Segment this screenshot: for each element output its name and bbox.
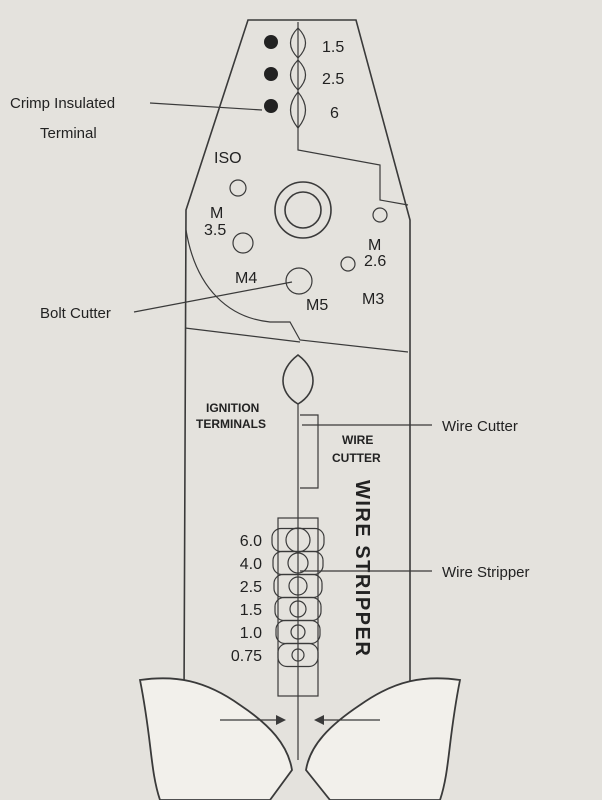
crimp-size-2: 2.5	[322, 71, 344, 88]
crimp-size-1: 1.5	[322, 39, 344, 56]
right-handle-grip	[305, 677, 462, 800]
crimp-hole-3	[264, 99, 278, 113]
wire-cutter-eye	[282, 353, 314, 405]
m35-label-size: 3.5	[204, 222, 226, 239]
strip-size-label: 6.0	[240, 533, 262, 550]
right-arrow	[314, 715, 380, 725]
iso-label: ISO	[214, 150, 242, 167]
wire-cutter-line2: CUTTER	[332, 451, 381, 465]
crimp-callout-line2: Terminal	[40, 125, 97, 142]
strip-size-label: 2.5	[240, 579, 262, 596]
bolt-cutter-callout: Bolt Cutter	[40, 305, 111, 322]
wire-cutter-callout: Wire Cutter	[442, 418, 518, 435]
wire-cutter-line1: WIRE	[342, 433, 373, 447]
bolt-cutter-callout-line	[133, 281, 293, 313]
stripper-hole	[290, 624, 306, 640]
stripper-rack: 6.0 4.0 2.5 1.5 1.0 0.75	[231, 517, 325, 697]
center-pivot-outer	[274, 181, 332, 239]
crimp-callout-line	[149, 102, 263, 111]
crimp-size-3: 6	[330, 105, 339, 122]
strip-size-label: 1.0	[240, 625, 262, 642]
m26-hole	[340, 256, 356, 272]
m5-hole	[285, 267, 313, 295]
jaw-lower-curve	[185, 229, 409, 353]
stripper-rack-frame	[277, 517, 319, 697]
m5-label: M5	[306, 297, 328, 314]
m26-hole-small	[372, 207, 388, 223]
jaw-base-line	[184, 327, 301, 343]
stripper-hole	[287, 552, 309, 574]
left-handle-grip	[138, 677, 293, 800]
m26-label-m: M	[368, 237, 381, 254]
m35-label-m: M	[210, 205, 223, 222]
tool-body-outline	[183, 19, 411, 701]
crimp-lobes	[289, 27, 307, 129]
left-arrow	[220, 715, 286, 725]
wire-stripper-vertical: WIRE STRIPPER	[351, 480, 373, 657]
crimp-hole-1	[264, 35, 278, 49]
strip-size-label: 1.5	[240, 602, 262, 619]
iso-hole	[229, 179, 247, 197]
wire-cutter-blade	[300, 414, 319, 489]
stripper-notch-body	[277, 642, 319, 668]
wire-stripper-callout: Wire Stripper	[442, 564, 530, 581]
ignition-line2: TERMINALS	[196, 417, 266, 431]
crimp-callout-line1: Crimp Insulated	[10, 95, 115, 112]
m4-label: M4	[235, 270, 257, 287]
center-pivot-inner	[284, 191, 322, 229]
strip-size-label: 4.0	[240, 556, 262, 573]
ignition-line1: IGNITION	[206, 401, 259, 415]
jaw-parting-line	[297, 22, 409, 206]
stripper-hole	[291, 648, 305, 662]
m26-label-size: 2.6	[364, 253, 386, 270]
m3-label: M3	[362, 291, 384, 308]
crimp-hole-2	[264, 67, 278, 81]
strip-size-label: 0.75	[231, 648, 262, 665]
stripper-hole	[289, 600, 307, 618]
stripper-hole	[288, 576, 308, 596]
m35-hole	[232, 232, 254, 254]
